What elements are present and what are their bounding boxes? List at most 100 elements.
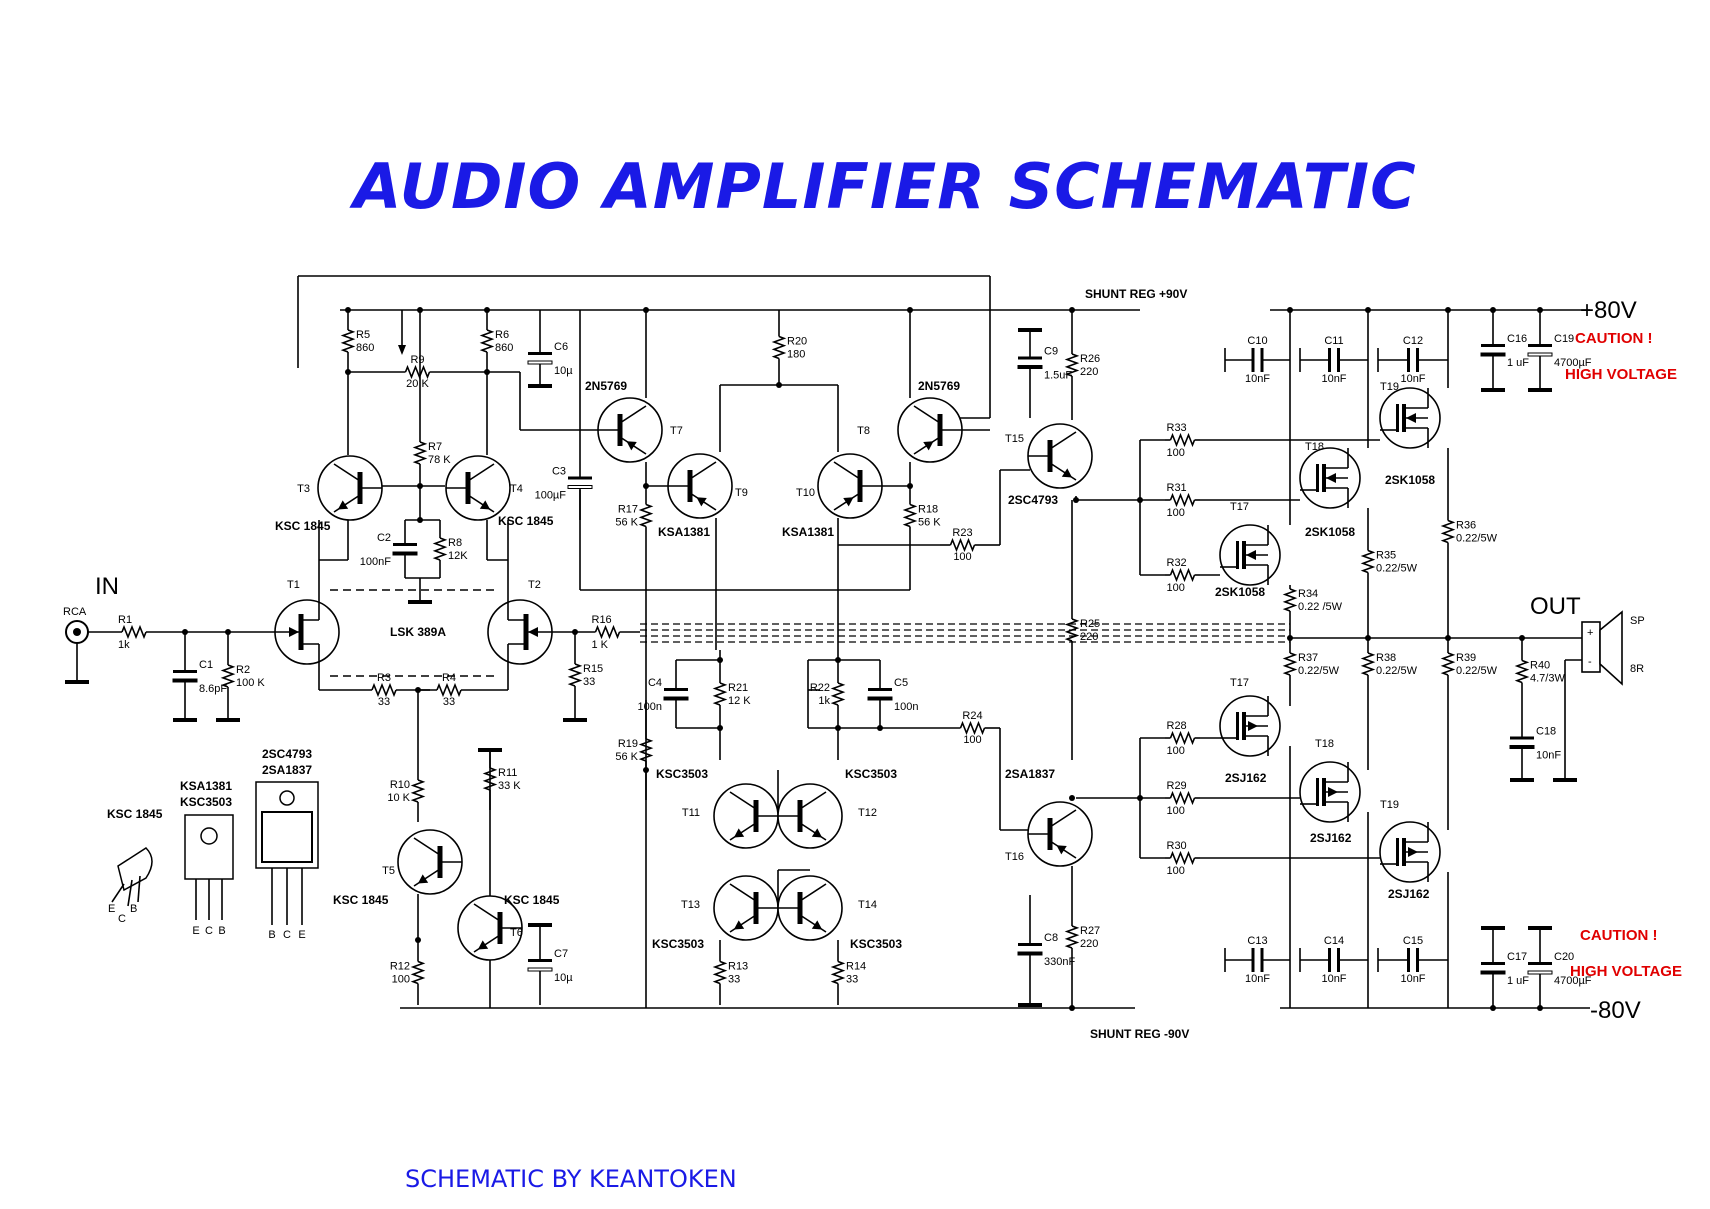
resistor-R3-ref: R3 [377,672,391,684]
capacitor-C5-value: 100n [894,701,918,713]
resistor-R38-ref: R38 [1376,652,1396,664]
transistor-T7-arrow [626,441,637,451]
resistor-R17-value: 56 K [615,517,638,529]
transistor-T9-type: KSA1381 [658,525,710,539]
capacitor-C15-ref: C15 [1403,935,1423,947]
capacitor-C1-value: 8.6pF [199,683,227,695]
junction-dot [1537,1005,1543,1011]
transistor-T4-type: KSC 1845 [498,514,554,528]
transistor-T16-ref: T16 [1005,851,1024,863]
capacitor-C4-plate [663,696,689,701]
ground-symbol [65,680,89,684]
mosfet-T18-arrow [1328,787,1338,797]
capacitor-C3-ref: C3 [552,466,566,478]
capacitor-C18 [1510,736,1534,740]
capacitor-C15-value: 10nF [1400,973,1425,985]
capacitor-C16-value: 1 uF [1507,357,1529,369]
capacitor-C10-ref: C10 [1247,335,1267,347]
capacitor-C12-value: 10nF [1400,373,1425,385]
package-to220-label-2: 2SA1837 [262,763,312,777]
resistor-R20-ref: R20 [787,336,807,348]
resistor-R28-value: 100 [1167,745,1185,757]
transistor-T10-ref: T10 [796,487,815,499]
mosfet-T18-arrow [1326,473,1336,483]
capacitor-C18-ref: C18 [1536,726,1556,738]
mosfet-T17-gate [1236,712,1239,740]
transistor-T13-collector [729,883,757,902]
to92-pin-c: C [118,913,126,925]
resistor-R5-value: 860 [356,342,374,354]
resistor-R6 [479,329,495,353]
capacitor-C19 [1528,344,1552,347]
resistor-R22 [830,682,846,706]
capacitor-C12 [1407,348,1410,372]
resistor-R7-value: 78 K [428,454,451,466]
capacitor-C19-ref: C19 [1554,333,1574,345]
resistor-R5-ref: R5 [356,329,370,341]
resistor-R11 [482,767,498,791]
shunt-reg-pos-label: SHUNT REG +90V [1085,287,1187,301]
mosfet-T18-channel [1322,464,1326,492]
capacitor-C1 [173,670,197,673]
capacitor-C17-plate [1480,970,1506,975]
mosfet-T19n-type: 2SJ162 [1388,887,1430,901]
capacitor-C10 [1251,348,1255,372]
mosfet-T19-channel [1402,838,1406,866]
capacitor-C9-ref: C9 [1044,346,1058,358]
capacitor-C8-value: 330nF [1044,956,1075,968]
ground-symbol [408,600,432,604]
ground-symbol [528,384,552,388]
transistor-T9-ref: T9 [735,487,748,499]
resistor-R31-ref: R31 [1167,482,1187,494]
resistor-R19-value: 56 K [615,751,638,763]
mosfet-T17-channel [1242,712,1246,740]
resistor-R9-ref: R9 [410,354,424,366]
capacitor-C7-plate [527,967,553,972]
capacitor-C7 [528,959,552,962]
capacitor-C12-ref: C12 [1403,335,1423,347]
capacitor-C18-plate [1509,745,1535,749]
capacitor-C13-ref: C13 [1247,935,1267,947]
wiring [76,275,1590,1011]
capacitor-C16-ref: C16 [1507,333,1527,345]
resistor-R35-value: 0.22/5W [1376,563,1418,575]
capacitor-C9 [1018,356,1042,360]
to126-pin-b: B [218,925,225,937]
resistor-R8 [432,537,448,561]
ground-symbol [1528,388,1552,392]
resistor-R9-value: 20 K [406,378,429,390]
mosfet-T18n-ref: T18 [1315,738,1334,750]
capacitor-C17-value: 1 uF [1507,975,1529,987]
junction-dot [1490,1005,1496,1011]
transistor-T7-ref: T7 [670,425,683,437]
capacitor-C14-ref: C14 [1324,935,1344,947]
capacitor-C11 [1328,348,1331,372]
capacitor-C15 [1407,948,1410,972]
resistor-R38 [1360,652,1376,676]
transistor-T4-arrow [479,500,491,510]
R9-wiper-arrow [398,345,406,355]
mosfet-T17-gate [1236,541,1239,569]
capacitor-C5 [868,688,892,691]
resistor-R12-ref: R12 [390,961,410,973]
junction-dot [1069,795,1075,801]
transistor-T6-arrow [477,940,489,950]
transistor-T7-collector [619,405,647,424]
resistor-R1 [121,624,147,640]
rca-label: RCA [63,606,87,618]
junction-dot [1137,795,1143,801]
input-label: IN [95,573,119,600]
transistor-T11-ref: T11 [682,807,700,819]
capacitor-C14-plate [1337,948,1340,972]
resistor-R36-ref: R36 [1456,520,1476,532]
resistor-R22-ref: R22 [810,682,830,694]
resistor-R26-ref: R26 [1080,353,1100,365]
junction-dot [417,517,423,523]
capacitor-C7-ref: C7 [554,948,568,960]
package-to220-hole [279,790,295,806]
resistor-R21-ref: R21 [728,682,748,694]
ground-symbol [1510,778,1534,782]
package-to126 [184,814,234,880]
resistor-R33-value: 100 [1167,447,1185,459]
transistor-T13-type: KSC3503 [652,937,704,951]
